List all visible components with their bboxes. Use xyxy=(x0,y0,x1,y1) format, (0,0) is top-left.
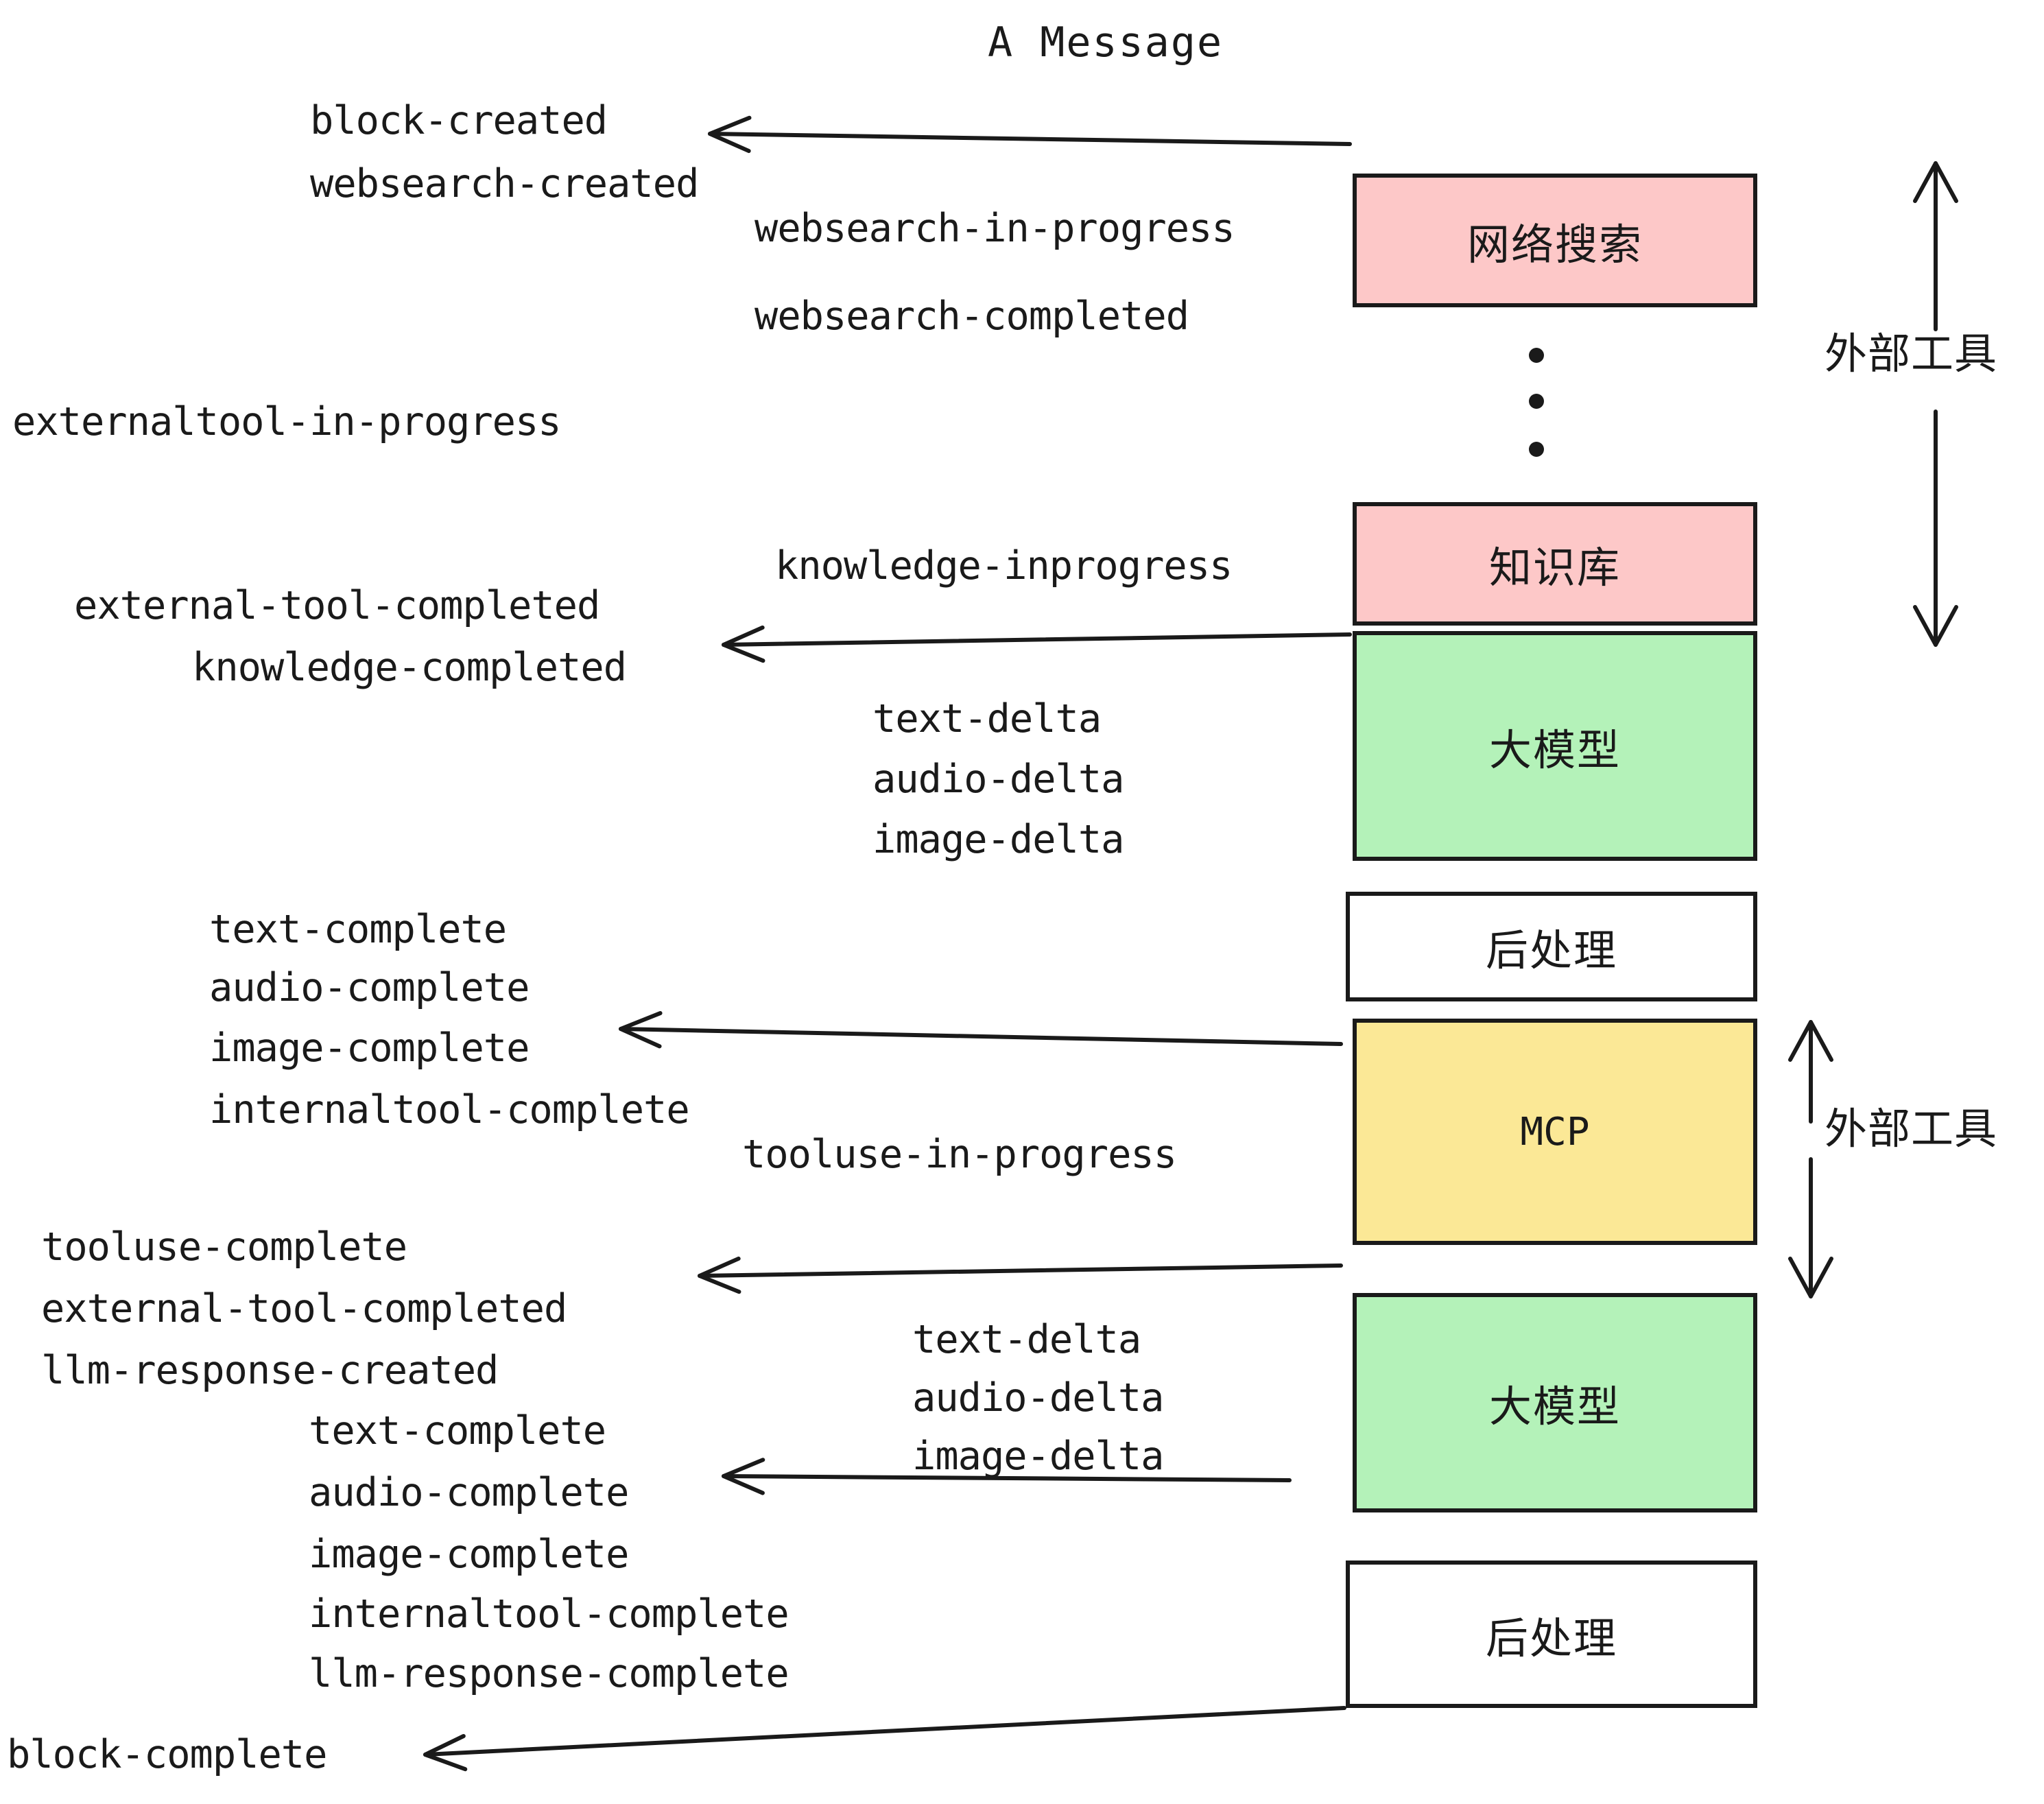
arrow-block-created xyxy=(708,132,1352,146)
event-label-tooluse-in-progress: tooluse-in-progress xyxy=(742,1132,1177,1177)
event-label-block-complete: block-complete xyxy=(7,1732,327,1777)
block-postprocess-2: 后处理 xyxy=(1346,1560,1757,1708)
ellipsis-dot xyxy=(1529,348,1544,363)
arrow-knowledge-completed-head xyxy=(722,625,765,663)
event-label-block-created: block-created xyxy=(310,98,608,143)
arrow-block-complete-head xyxy=(423,1733,468,1772)
block-label: 网络搜索 xyxy=(1466,219,1643,270)
arrow-tooluse-complete xyxy=(698,1263,1343,1278)
arrow-audio-complete-head xyxy=(722,1458,765,1495)
arrow-tooluse-complete-head xyxy=(698,1256,741,1294)
block-llm-2: 大模型 xyxy=(1353,1293,1757,1512)
block-label: 大模型 xyxy=(1488,724,1621,775)
group-arrow-bottom-down-head xyxy=(1788,1257,1833,1298)
event-label-external-tool-completed-2: external-tool-completed xyxy=(41,1286,567,1331)
arrow-image-complete xyxy=(619,1027,1343,1046)
event-label-audio-delta-1: audio-delta xyxy=(872,757,1124,802)
ellipsis-dot xyxy=(1529,442,1544,457)
event-label-text-delta-2: text-delta xyxy=(912,1317,1141,1362)
block-websearch: 网络搜索 xyxy=(1353,174,1757,307)
group-label-external-tools-top: 外部工具 xyxy=(1825,329,1998,379)
arrow-block-created-head xyxy=(708,115,752,154)
block-label: 后处理 xyxy=(1485,1613,1617,1663)
block-label: MCP xyxy=(1520,1109,1590,1154)
event-label-websearch-created: websearch-created xyxy=(310,161,699,206)
event-label-audio-delta-2: audio-delta xyxy=(912,1375,1164,1421)
block-postprocess-1: 后处理 xyxy=(1346,892,1757,1001)
event-label-websearch-in-progress: websearch-in-progress xyxy=(754,206,1235,251)
event-label-internaltool-complete-2: internaltool-complete xyxy=(309,1591,789,1637)
block-llm-1: 大模型 xyxy=(1353,631,1757,861)
event-label-externaltool-in-progress: externaltool-in-progress xyxy=(12,399,562,444)
arrow-block-complete xyxy=(423,1706,1346,1757)
event-label-llm-response-complete: llm-response-complete xyxy=(309,1651,789,1696)
arrow-knowledge-completed xyxy=(722,632,1352,647)
arrow-image-complete-head xyxy=(619,1011,663,1049)
event-label-image-delta-1: image-delta xyxy=(872,817,1124,862)
group-arrow-bottom-up-head xyxy=(1788,1020,1833,1062)
block-knowledge-base: 知识库 xyxy=(1353,502,1757,626)
event-label-image-complete-1: image-complete xyxy=(209,1025,530,1071)
block-label: 知识库 xyxy=(1488,543,1621,593)
event-label-knowledge-completed: knowledge-completed xyxy=(192,645,627,690)
event-label-text-delta-1: text-delta xyxy=(872,696,1102,741)
event-label-tooluse-complete: tooluse-complete xyxy=(41,1224,407,1270)
group-arrow-top-down-head xyxy=(1913,605,1958,647)
ellipsis-dot xyxy=(1529,394,1544,409)
block-mcp: MCP xyxy=(1353,1019,1757,1245)
block-label: 后处理 xyxy=(1485,925,1617,975)
event-label-websearch-completed: websearch-completed xyxy=(754,294,1189,339)
event-label-llm-response-created: llm-response-created xyxy=(41,1348,499,1393)
event-label-external-tool-completed-1: external-tool-completed xyxy=(74,583,600,628)
event-label-text-complete-2: text-complete xyxy=(309,1408,606,1453)
event-label-audio-complete-1: audio-complete xyxy=(209,965,530,1010)
event-label-text-complete-1: text-complete xyxy=(209,907,507,952)
event-label-audio-complete-2: audio-complete xyxy=(309,1470,629,1515)
group-arrow-top-up-head xyxy=(1913,161,1958,203)
block-label: 大模型 xyxy=(1488,1381,1621,1432)
event-label-internaltool-complete-1: internaltool-complete xyxy=(209,1087,690,1132)
page-title: A Message xyxy=(988,19,1224,67)
event-label-image-delta-2: image-delta xyxy=(912,1434,1164,1479)
event-label-image-complete-2: image-complete xyxy=(309,1532,629,1577)
group-label-external-tools-bottom: 外部工具 xyxy=(1825,1104,1998,1154)
event-label-knowledge-inprogress: knowledge-inprogress xyxy=(775,543,1233,589)
